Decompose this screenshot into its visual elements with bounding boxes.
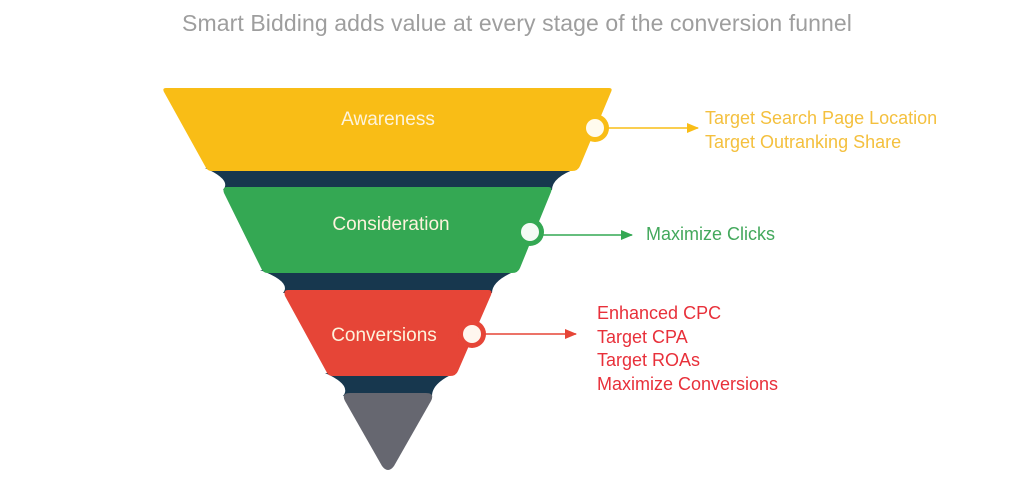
strategy-item: Target Search Page Location	[705, 108, 938, 128]
consideration-label: Consideration	[332, 214, 449, 235]
strategy-item: Target ROAs	[597, 350, 701, 370]
strategy-item: Target CPA	[597, 326, 688, 347]
shadow-band-2	[260, 270, 518, 293]
shadow-band-3	[325, 373, 455, 396]
conversions-segment	[284, 290, 492, 376]
conversions-strategies: Enhanced CPC Target CPA Target ROAs Maxi…	[597, 302, 778, 396]
awareness-segment	[163, 88, 612, 171]
strategy-item: Maximize Conversions	[597, 373, 779, 394]
stage-consideration: Consideration	[223, 187, 633, 273]
conversions-label: Conversions	[331, 325, 437, 346]
awareness-label: Awareness	[341, 109, 435, 130]
consideration-strategies: Maximize Clicks	[646, 223, 775, 247]
strategy-item: Enhanced CPC	[597, 303, 722, 323]
awareness-strategies: Target Search Page Location Target Outra…	[705, 107, 937, 154]
consideration-node	[521, 223, 539, 241]
conversions-node	[463, 325, 481, 343]
strategy-item: Target Outranking Share	[705, 131, 902, 152]
shadow-band-1	[205, 168, 578, 190]
consideration-segment	[223, 187, 552, 273]
awareness-node	[586, 119, 604, 137]
stage-awareness: Awareness	[163, 88, 699, 171]
strategy-item: Maximize Clicks	[646, 224, 776, 244]
diagram-title: Smart Bidding adds value at every stage …	[182, 10, 852, 36]
funnel-bottom-triangle	[343, 393, 433, 470]
stage-conversions: Conversions	[284, 290, 577, 376]
